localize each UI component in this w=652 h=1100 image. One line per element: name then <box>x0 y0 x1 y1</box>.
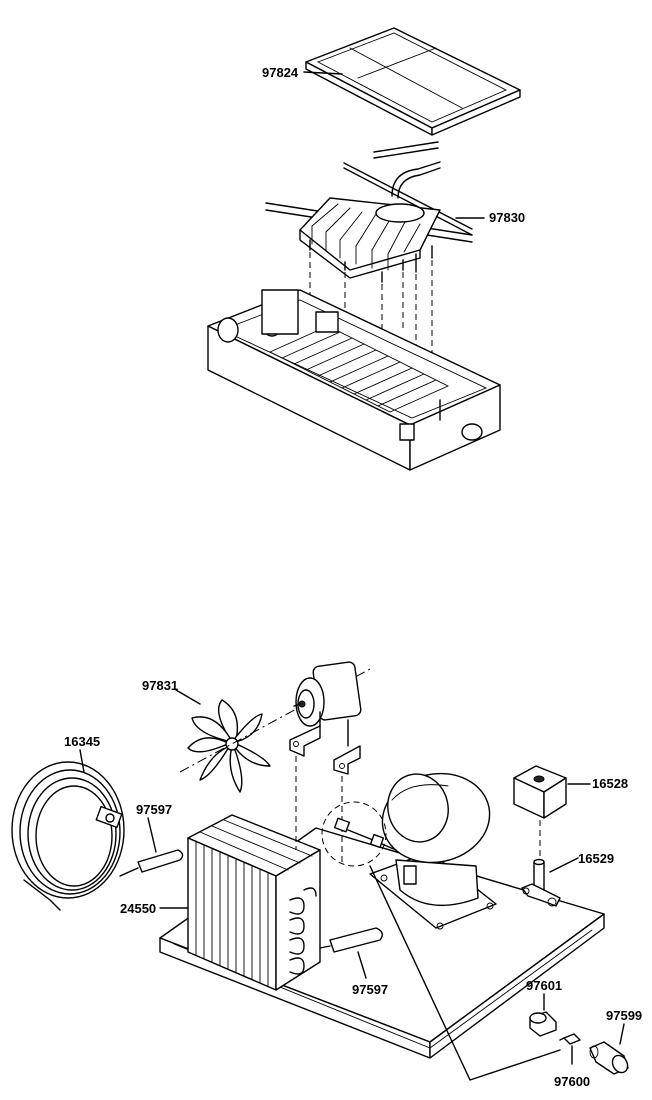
part-label-97601: 97601 <box>526 978 562 993</box>
service-valve <box>333 817 397 851</box>
cover-panel <box>305 27 521 136</box>
leader-97831 <box>175 689 201 705</box>
leader-97597-upper <box>147 817 157 853</box>
part-label-97600: 97600 <box>554 1074 590 1089</box>
leader-97824 <box>303 71 343 75</box>
drier-filter-upper <box>119 849 184 877</box>
access-fitting <box>589 1041 629 1075</box>
part-label-16528: 16528 <box>592 776 628 791</box>
base-housing <box>207 289 501 471</box>
cap-nut <box>529 1011 557 1037</box>
condenser-coil <box>187 814 321 991</box>
leader-16345 <box>79 749 85 773</box>
part-label-97830: 97830 <box>489 210 525 225</box>
valve-core <box>559 1033 581 1045</box>
part-label-24550: 24550 <box>120 901 156 916</box>
drier-filter-lower <box>319 927 383 953</box>
detail-circle <box>321 801 387 867</box>
part-label-97597-upper: 97597 <box>136 802 172 817</box>
fan-motor <box>289 661 362 775</box>
evaporator-grid <box>265 141 473 283</box>
leader-16529 <box>549 857 579 873</box>
capillary-coil <box>11 761 125 911</box>
leader-97597-lower <box>357 951 367 979</box>
part-label-97824: 97824 <box>262 65 299 80</box>
part-label-97831: 97831 <box>142 678 178 693</box>
solenoid-valve <box>521 858 561 907</box>
part-label-97597-lower: 97597 <box>352 982 388 997</box>
solenoid-coil <box>513 765 567 819</box>
fan-blade <box>187 699 271 793</box>
part-label-97599: 97599 <box>606 1008 642 1023</box>
part-label-16529: 16529 <box>578 851 614 866</box>
detail-leader <box>369 865 561 1081</box>
part-label-16345: 16345 <box>64 734 100 749</box>
leader-97599 <box>619 1023 625 1045</box>
compressor <box>369 772 497 930</box>
